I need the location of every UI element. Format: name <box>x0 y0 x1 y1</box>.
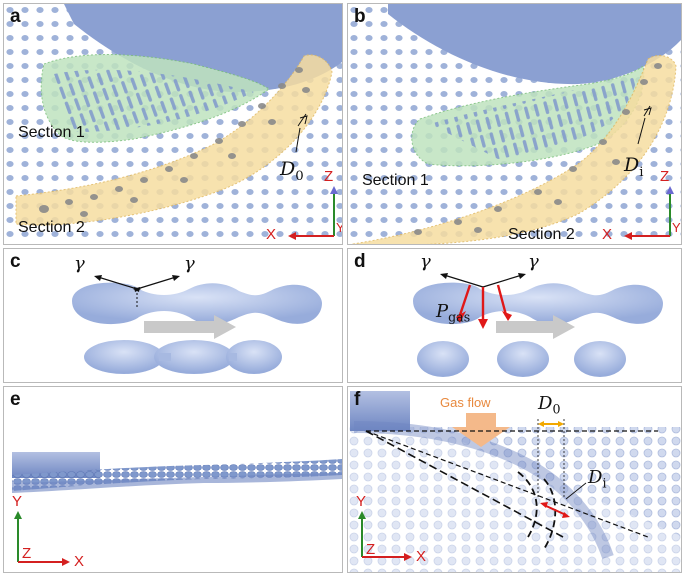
axis-x-label: X <box>602 226 613 243</box>
panel-c: c γ γ <box>3 248 343 383</box>
panel-a: a Section 1 Section 2 D0 Z X Y <box>3 3 343 245</box>
gamma-left: γ <box>420 251 431 272</box>
pgas-subscript: gas <box>448 309 471 325</box>
d0-subscript: 0 <box>295 168 304 184</box>
gamma-left: γ <box>74 253 85 274</box>
section2-label: Section 2 <box>508 226 575 243</box>
panel-e: e Y Z X <box>3 386 343 573</box>
section1-label: Section 1 <box>18 124 85 141</box>
panel-f: f Gas flow D0 Di Y Z X <box>347 386 682 573</box>
section2-label: Section 2 <box>18 219 85 236</box>
d0-symbol: D <box>280 158 296 180</box>
pgas-label: Pgas <box>436 301 470 325</box>
panel-b-label: b <box>354 6 366 27</box>
process-arrow <box>144 315 236 339</box>
process-arrow <box>496 315 575 339</box>
panel-d: d γ γ Pgas <box>347 248 682 383</box>
region-section2-yellow <box>352 55 677 244</box>
panel-e-graphic <box>12 452 342 566</box>
nozzle <box>350 391 410 431</box>
section1-label: Section 1 <box>362 172 429 189</box>
panel-d-graphic <box>413 273 663 377</box>
d0-symbol: D <box>538 393 553 414</box>
panel-a-label: a <box>10 6 21 27</box>
di-subscript: i <box>639 164 644 180</box>
axis-z-label: Z <box>660 168 670 185</box>
d0-label: D0 <box>280 158 304 184</box>
di-symbol: D <box>624 154 640 176</box>
axis-z-label: Z <box>324 168 334 185</box>
axis-x-label: X <box>74 553 85 570</box>
panel-c-label: c <box>10 251 21 272</box>
liquid-thread <box>413 282 663 325</box>
di-label: Di <box>588 467 606 491</box>
gamma-right: γ <box>184 253 195 274</box>
d0-label: D0 <box>538 393 560 417</box>
gas-flow-arrow <box>452 413 510 447</box>
pgas-symbol: P <box>436 301 449 322</box>
panel-c-graphic <box>72 275 322 374</box>
axis-z-label: Z <box>366 541 376 558</box>
panel-a-graphic <box>4 4 342 244</box>
axis-y-label: Y <box>12 493 23 510</box>
d0-subscript: 0 <box>552 401 561 417</box>
axis-y-label: Y <box>336 220 342 235</box>
axis-z-label: Z <box>22 545 32 562</box>
liquid-thread <box>72 282 322 325</box>
axis-x-label: X <box>416 548 427 565</box>
axis-y-label: Y <box>356 493 367 510</box>
gamma-right: γ <box>528 251 539 272</box>
di-subscript: i <box>602 475 607 491</box>
panel-f-label: f <box>354 389 361 410</box>
panel-e-label: e <box>10 389 21 410</box>
axis-x-label: X <box>266 226 277 243</box>
di-symbol: D <box>588 467 603 488</box>
panel-d-label: d <box>354 251 366 272</box>
di-label: Di <box>624 154 644 180</box>
axis-y-label: Y <box>672 220 681 235</box>
panel-b: b Section 1 Section 2 Di Z X Y <box>347 3 682 245</box>
panel-b-graphic <box>348 4 681 244</box>
gas-flow-label: Gas flow <box>440 395 491 410</box>
panel-f-graphic <box>348 387 681 572</box>
